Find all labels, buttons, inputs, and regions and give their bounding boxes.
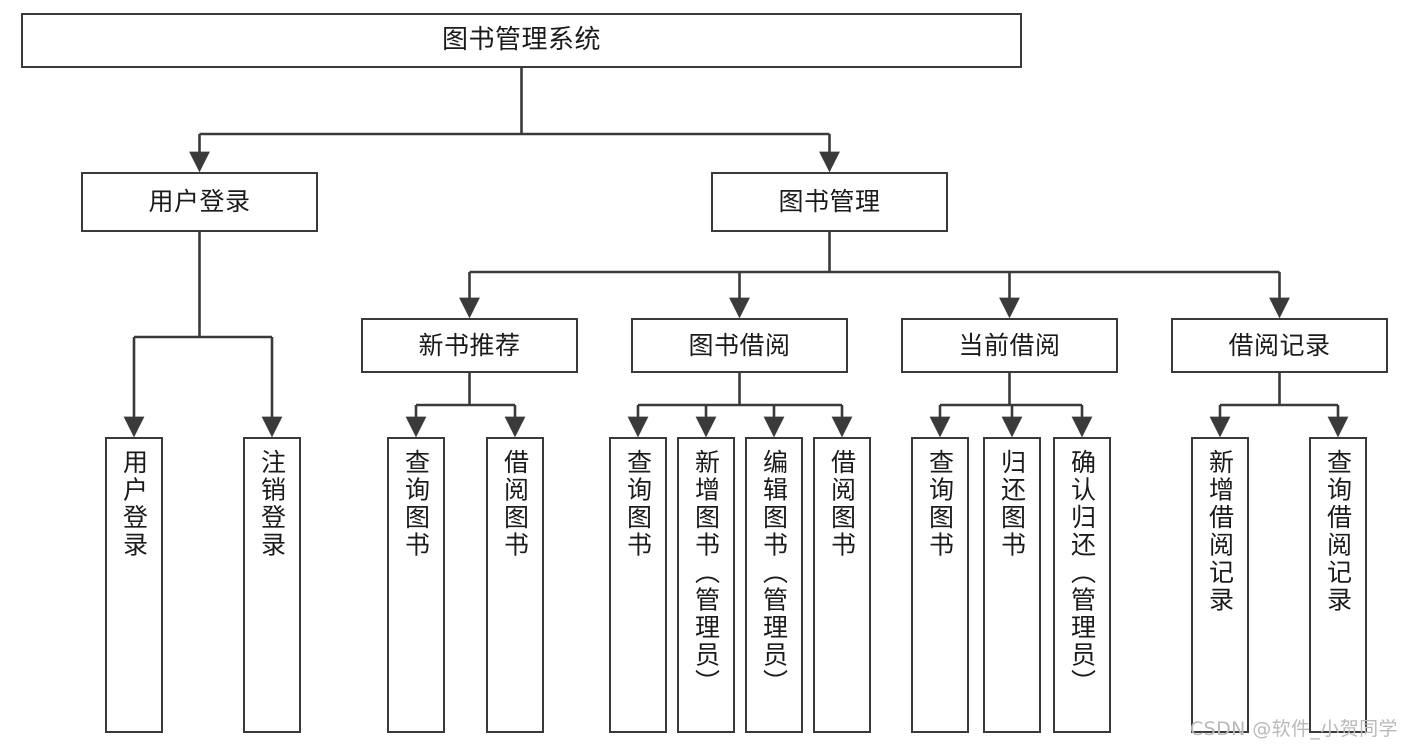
node-leaf-query-book-current[interactable]: 查询图书 <box>911 437 969 733</box>
node-leaf-edit-book-admin-label: 编辑图书（管理员） <box>759 449 789 697</box>
node-user-login-label: 用户登录 <box>148 187 251 217</box>
node-leaf-add-borrow-record[interactable]: 新增借阅记录 <box>1191 437 1249 733</box>
node-leaf-logout-login[interactable]: 注销登录 <box>243 437 301 733</box>
node-leaf-borrow-book-label: 借阅图书 <box>827 449 857 559</box>
csdn-watermark: CSDN @软件_小贺同学 <box>1190 718 1398 740</box>
node-leaf-query-borrow-record-label: 查询借阅记录 <box>1323 449 1353 614</box>
node-leaf-user-login[interactable]: 用户登录 <box>105 437 163 733</box>
node-leaf-query-borrow-record[interactable]: 查询借阅记录 <box>1309 437 1367 733</box>
node-book-borrow-label: 图书借阅 <box>688 330 791 360</box>
node-leaf-add-book-admin-label: 新增图书（管理员） <box>691 449 721 697</box>
node-current-borrow-label: 当前借阅 <box>958 330 1061 360</box>
node-root[interactable]: 图书管理系统 <box>21 13 1022 68</box>
node-book-borrow[interactable]: 图书借阅 <box>631 318 848 373</box>
node-borrow-record[interactable]: 借阅记录 <box>1171 318 1388 373</box>
node-leaf-query-book-current-label: 查询图书 <box>925 449 955 559</box>
node-user-login[interactable]: 用户登录 <box>81 172 318 232</box>
node-current-borrow[interactable]: 当前借阅 <box>901 318 1118 373</box>
node-leaf-borrow-book-new[interactable]: 借阅图书 <box>486 437 544 733</box>
node-book-management-label: 图书管理 <box>778 187 881 217</box>
node-leaf-edit-book-admin[interactable]: 编辑图书（管理员） <box>745 437 803 733</box>
node-leaf-add-borrow-record-label: 新增借阅记录 <box>1205 449 1235 614</box>
node-leaf-confirm-return-label: 确认归还（管理员） <box>1067 449 1097 697</box>
node-leaf-query-book-borrow-label: 查询图书 <box>623 449 653 559</box>
node-new-book-recommend[interactable]: 新书推荐 <box>361 318 578 373</box>
node-leaf-query-book-new-label: 查询图书 <box>401 449 431 559</box>
node-leaf-query-book-new[interactable]: 查询图书 <box>387 437 445 733</box>
node-leaf-add-book-admin[interactable]: 新增图书（管理员） <box>677 437 735 733</box>
node-leaf-confirm-return[interactable]: 确认归还（管理员） <box>1053 437 1111 733</box>
node-leaf-logout-login-label: 注销登录 <box>257 449 287 559</box>
node-leaf-return-book[interactable]: 归还图书 <box>983 437 1041 733</box>
node-leaf-borrow-book-new-label: 借阅图书 <box>500 449 530 559</box>
node-leaf-query-book-borrow[interactable]: 查询图书 <box>609 437 667 733</box>
node-leaf-return-book-label: 归还图书 <box>997 449 1027 559</box>
node-leaf-borrow-book[interactable]: 借阅图书 <box>813 437 871 733</box>
node-new-book-recommend-label: 新书推荐 <box>418 330 521 360</box>
node-leaf-user-login-label: 用户登录 <box>119 449 149 559</box>
node-root-label: 图书管理系统 <box>441 25 601 56</box>
node-book-management[interactable]: 图书管理 <box>711 172 948 232</box>
node-borrow-record-label: 借阅记录 <box>1228 330 1331 360</box>
